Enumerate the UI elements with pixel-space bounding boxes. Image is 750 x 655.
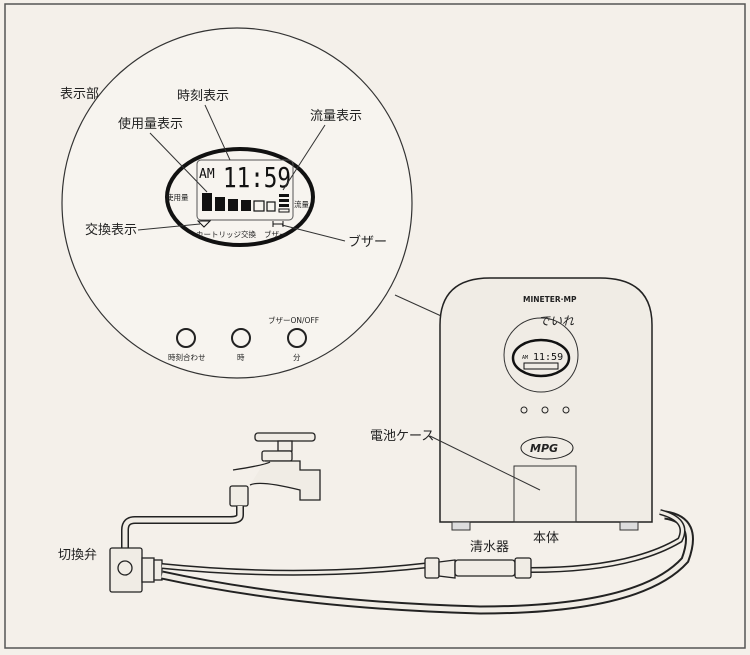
hour-button[interactable] [231,328,251,348]
switch-valve [109,547,163,593]
device-brand: MPG [530,442,558,455]
leader-flow [282,124,326,191]
label-water-purifier: 清水器 [470,540,509,555]
pipe-outer [121,506,244,548]
lcd-cartridge-small: カートリッジ交換 [196,229,256,239]
label-battery-case: 電池ケース [370,429,434,444]
leader-replace [137,223,201,231]
label-flow-display: 流量表示 [310,109,362,124]
unit-foot-left [451,521,471,531]
device-model: MINETER·MP [523,295,577,304]
battery-case [513,465,577,523]
set-time-label: 時刻合わせ [168,352,206,362]
label-switch-valve: 切換弁 [58,548,97,563]
frame [4,3,746,649]
lcd-frame [196,159,294,221]
unit-button-3[interactable] [562,406,570,414]
lcd-flow-small: 流量 [294,199,309,209]
label-time-display: 時刻表示 [177,89,229,104]
lcd-buzzer-small: ブザー [264,229,287,239]
leader-usage [149,132,208,193]
label-buzzer: ブザー [348,234,387,250]
leader-battery [429,435,541,491]
unit-lcd-ampm: AM [522,355,528,361]
label-replace-display: 交換表示 [85,222,137,238]
unit-display-circle [503,317,579,393]
hour-label: 時 [237,353,245,362]
minute-button[interactable] [287,328,307,348]
water-purifier [424,557,532,579]
unit-button-2[interactable] [541,406,549,414]
brand-badge [520,436,574,460]
hose-b-inner [161,512,692,613]
pipe-inner [122,506,243,548]
unit-lcd-time: 11:59 [533,352,563,363]
leader-buzzer [281,224,346,242]
buzzer-mark-icon [272,221,284,227]
leader-time [204,104,231,161]
lcd-time: 11:59 [223,161,291,194]
label-display-section: 表示部 [60,87,99,102]
hose-a-inner [161,563,431,575]
buzzer-toggle-label: ブザーON/OFF [268,315,319,325]
faucet [229,432,321,507]
label-main-unit: 本体 [533,531,559,546]
usage-bars [202,193,276,212]
set-time-button[interactable] [176,328,196,348]
unit-button-1[interactable] [520,406,528,414]
unit-foot-right [619,521,639,531]
lcd-usage-small: 使用量 [166,192,189,202]
lcd-ellipse [165,147,315,247]
unit-lcd-bars [523,362,559,370]
main-unit-body [439,277,653,523]
label-usage-display: 使用量表示 [118,116,183,132]
unit-lcd-ellipse [511,338,571,378]
replace-mark-icon [196,220,212,228]
minute-label: 分 [293,353,301,362]
hose-c-inner [529,510,684,572]
flow-bars [278,194,290,213]
lcd-ampm: AM [199,167,215,182]
